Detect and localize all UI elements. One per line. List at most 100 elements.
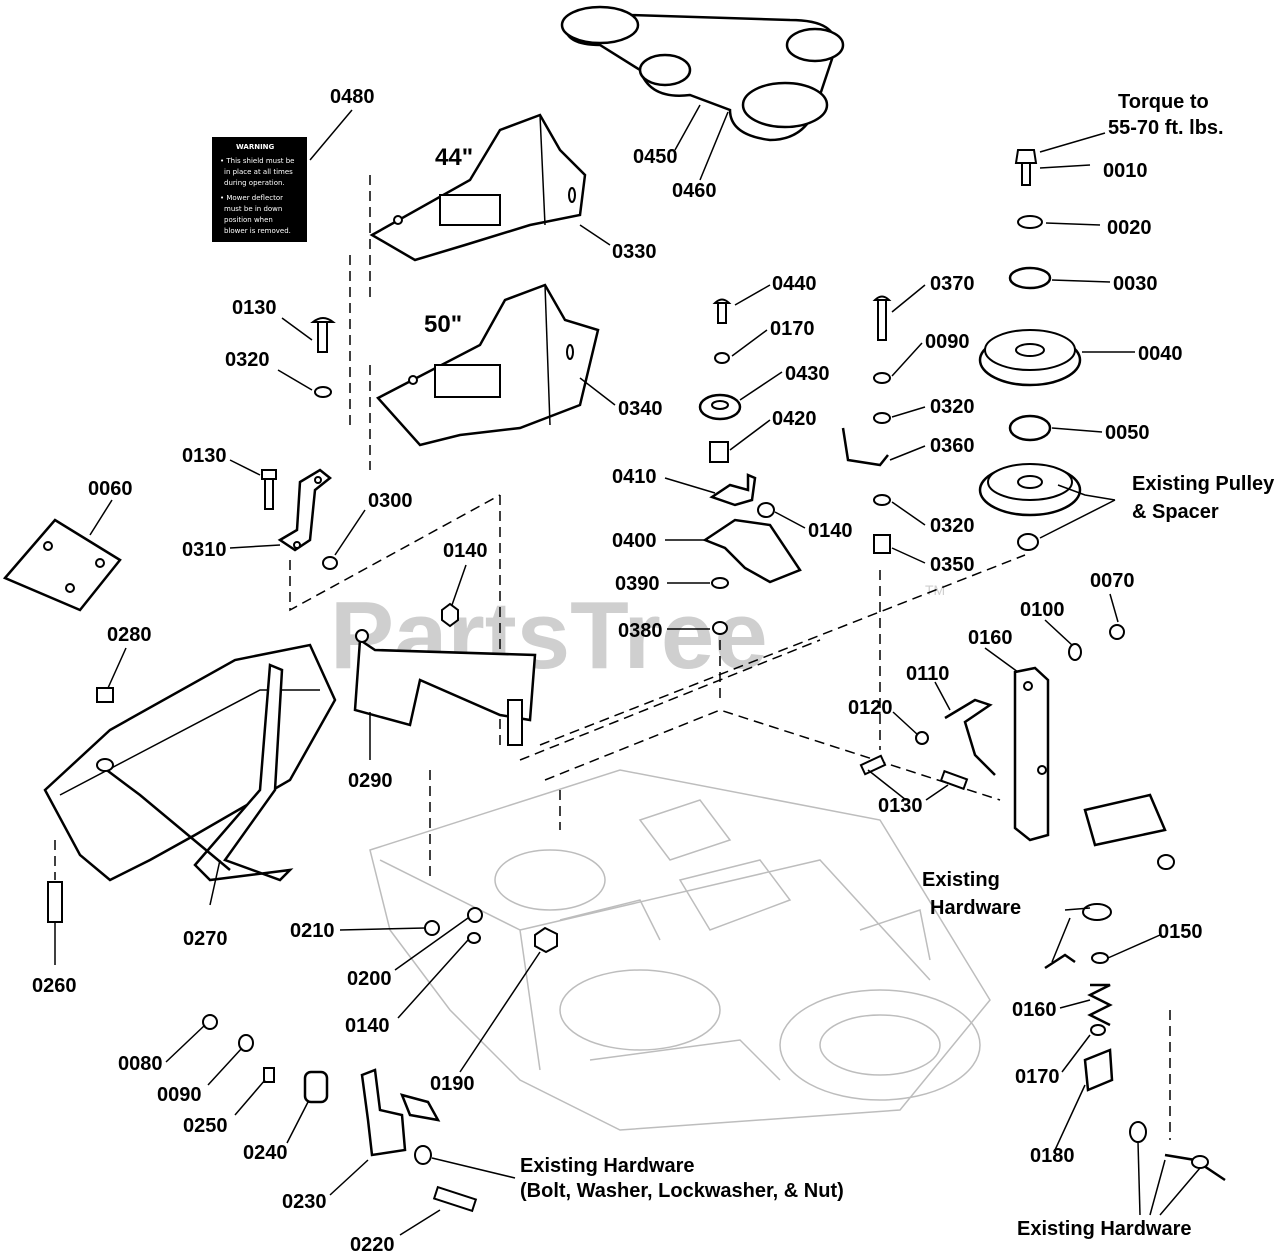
callout: 0130 — [182, 445, 227, 467]
bracket-0400 — [702, 518, 802, 584]
existing-pulley-note-line2: & Spacer — [1132, 501, 1219, 523]
spacer-0240 — [303, 1070, 329, 1104]
callout: 0280 — [107, 624, 152, 646]
bolt-0370 — [872, 295, 892, 341]
callout: 0410 — [612, 466, 657, 488]
callout: 0270 — [183, 928, 228, 950]
callout: 0390 — [615, 573, 660, 595]
size-label-50: 50" — [424, 311, 462, 338]
nut-0070 — [1109, 624, 1125, 640]
nut-0300 — [322, 556, 338, 570]
screw-0130-top — [310, 317, 336, 353]
washer-0320-a — [873, 412, 891, 424]
nut-0190 — [534, 926, 558, 954]
callout: 0350 — [930, 554, 975, 576]
screw-0130-mid — [261, 469, 277, 510]
callout: 0110 — [906, 663, 949, 685]
pulley-0430 — [698, 393, 742, 421]
bracket-0410 — [709, 473, 757, 507]
callout: 0140 — [345, 1015, 390, 1037]
torque-note-line2: 55-70 ft. lbs. — [1108, 117, 1224, 139]
callout: 0230 — [282, 1191, 327, 1213]
existing-hardware-bolt-note-line1: Existing Hardware — [520, 1155, 695, 1177]
callout: 0140 — [443, 540, 488, 562]
warning-decal: WARNING • This shield must be in place a… — [212, 137, 307, 242]
callout: 0480 — [330, 86, 375, 108]
callout: 0440 — [772, 273, 817, 295]
washer-0120 — [915, 731, 929, 745]
callout: 0240 — [243, 1142, 288, 1164]
callout: 0150 — [1158, 921, 1203, 943]
decal-line: • This shield must be — [220, 157, 294, 165]
bracket-0310 — [277, 468, 333, 552]
decal-line: in place at all times — [224, 168, 293, 176]
callout: 0040 — [1138, 343, 1183, 365]
existing-hardware-lower — [1044, 903, 1112, 970]
callout: 0010 — [1103, 160, 1148, 182]
drive-belt-assembly — [560, 5, 845, 142]
bolt-0220 — [432, 1185, 478, 1213]
washer-0020 — [1017, 215, 1043, 229]
callouts: 0480 0450 0460 0010 0330 0020 0030 0440 … — [32, 86, 1203, 1256]
bolt-0260 — [47, 881, 63, 923]
washer-0390 — [711, 577, 729, 589]
callout: 0260 — [32, 975, 77, 997]
decal-line: position when — [224, 216, 273, 224]
nut-hardware — [414, 1145, 432, 1165]
callout: 0380 — [618, 620, 663, 642]
mower-deck-outline — [369, 769, 991, 1131]
callout: 0130 — [232, 297, 277, 319]
callout: 0030 — [1113, 273, 1158, 295]
size-label-44: 44" — [435, 144, 473, 171]
callout: 0180 — [1030, 1145, 1075, 1167]
callout: 0100 — [1020, 599, 1065, 621]
pin-0250 — [263, 1067, 275, 1083]
callout: 0080 — [118, 1053, 163, 1075]
callout: 0300 — [368, 490, 413, 512]
bracket-0160 — [1013, 666, 1050, 842]
callout: 0210 — [290, 920, 335, 942]
spring-0160 — [1087, 983, 1113, 1027]
existing-hardware-bolt-note-line2: (Bolt, Washer, Lockwasher, & Nut) — [520, 1180, 844, 1202]
washers-0210-0200 — [424, 907, 483, 944]
callout: 0430 — [785, 363, 830, 385]
existing-hardware-bottom-right — [1129, 1121, 1226, 1182]
callout: 0170 — [770, 318, 815, 340]
callout: 0320 — [930, 396, 975, 418]
spacer-0030 — [1008, 266, 1052, 290]
callout: 0190 — [430, 1073, 475, 1095]
existing-spacer — [1017, 533, 1039, 551]
nut-0140-top — [441, 602, 459, 628]
decal-title: WARNING — [236, 143, 275, 151]
callout: 0320 — [930, 515, 975, 537]
existing-pulley-note-line1: Existing Pulley — [1132, 473, 1275, 495]
bolt-0440 — [712, 298, 732, 324]
screw-0130-right2 — [939, 769, 969, 791]
washer-0170 — [714, 352, 730, 364]
callout: 0120 — [848, 697, 893, 719]
callout: 0090 — [925, 331, 970, 353]
bracket-0230 — [360, 1068, 441, 1157]
washer-0320 — [314, 386, 332, 398]
rod-0110 — [944, 698, 996, 776]
spacer-0350 — [873, 534, 891, 554]
spacer-0050 — [1008, 414, 1052, 442]
callout: 0020 — [1107, 217, 1152, 239]
callout: 0160 — [968, 627, 1013, 649]
shield-44 — [369, 113, 587, 262]
callout: 0200 — [347, 968, 392, 990]
washer-0100 — [1068, 643, 1082, 661]
washer-0170-lower — [1090, 1024, 1106, 1036]
callout: 0450 — [633, 146, 678, 168]
callout: 0320 — [225, 349, 270, 371]
leader-lines — [54, 104, 1201, 1236]
callout: 0330 — [612, 241, 657, 263]
decal-line: blower is removed. — [224, 227, 291, 235]
deflector-plate-0060 — [2, 518, 122, 612]
decal-line: during operation. — [224, 179, 285, 187]
existing-bracket-right — [1083, 793, 1175, 870]
washer-0090-lower — [238, 1034, 254, 1052]
callout: 0130 — [878, 795, 923, 817]
spacer-0420 — [709, 441, 729, 463]
screw-0130-right — [859, 754, 887, 776]
